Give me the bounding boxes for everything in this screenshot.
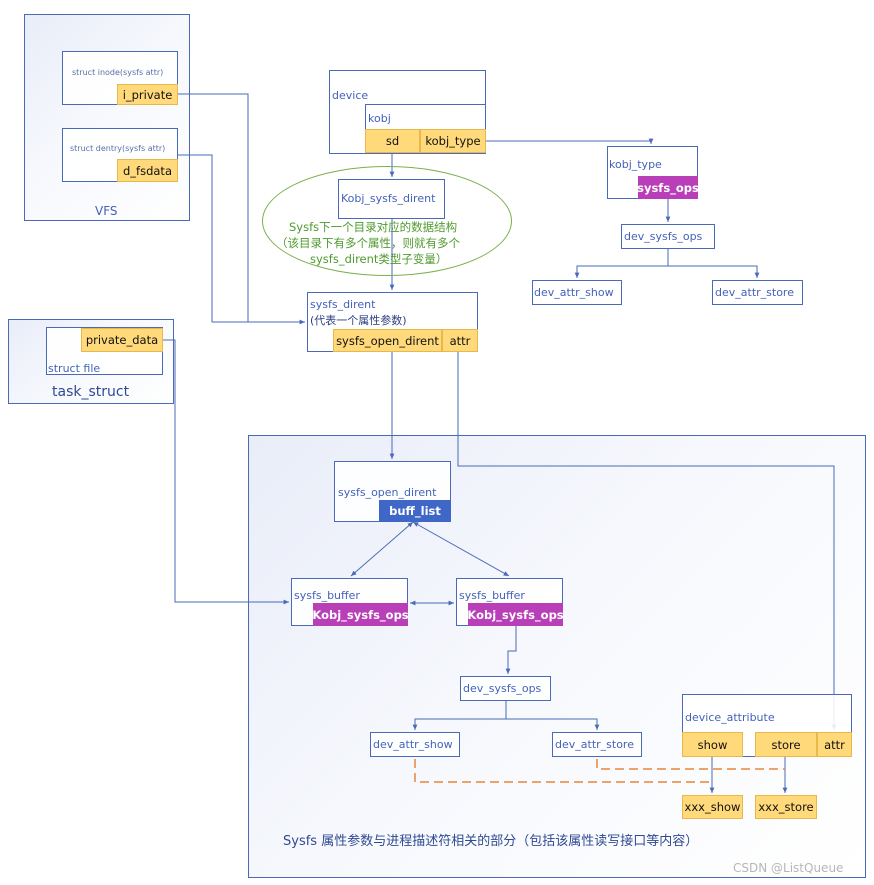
sysfs-dir-note-ellipse xyxy=(262,166,512,276)
kobj-sysfs-ops-right-field: Kobj_sysfs_ops xyxy=(467,603,564,626)
wire-d-fsdata-to-sysfs-dirent xyxy=(178,154,248,323)
wire-buff-list-left xyxy=(350,521,414,577)
wire-upper-ops-branch-right xyxy=(668,265,760,278)
device-attribute-title: device_attribute xyxy=(685,711,775,724)
kobj-sysfs-ops-left-field: Kobj_sysfs_ops xyxy=(312,603,409,626)
attr-field-lower: attr xyxy=(817,732,852,757)
wire-lower-ops-branch-left xyxy=(412,701,507,730)
sysfs-dirent-subtitle: (代表一个属性参数) xyxy=(310,314,407,327)
dashed-link-store xyxy=(596,759,785,770)
upper-dev-attr-show-label: dev_attr_show xyxy=(534,286,614,299)
lower-dev-sysfs-ops-label: dev_sysfs_ops xyxy=(463,682,542,695)
sysfs-dir-note-line2: （该目录下有多个属性，则就有多个 xyxy=(276,236,460,250)
sysfs-buffer-right-title: sysfs_buffer xyxy=(459,589,525,602)
wire-private-data-to-sysfs-buffer xyxy=(163,339,289,605)
inode-label: struct inode(sysfs attr) xyxy=(72,68,164,77)
sysfs-dirent-title: sysfs_dirent xyxy=(310,298,376,311)
wire-lower-ops-branch-right xyxy=(506,718,600,730)
buff-list-field: buff_list xyxy=(379,500,451,522)
lower-dev-attr-store-label: dev_attr_store xyxy=(555,738,634,751)
upper-dev-attr-show-box xyxy=(532,280,622,305)
xxx-show-box: xxx_show xyxy=(682,795,743,819)
csdn-watermark: CSDN @ListQueue xyxy=(733,861,844,875)
show-field: show xyxy=(682,732,743,757)
sysfs-open-dirent-title: sysfs_open_dirent xyxy=(338,486,437,499)
lower-dev-sysfs-ops-box xyxy=(460,676,551,701)
d-fsdata-field: d_fsdata xyxy=(117,159,178,182)
lower-dev-attr-show-box xyxy=(370,732,460,757)
attr-field-upper: attr xyxy=(442,329,478,352)
sysfs-dir-note-line3: sysfs_dirent类型子变量） xyxy=(310,252,448,266)
lower-dev-attr-show-label: dev_attr_show xyxy=(373,738,453,751)
sysfs-ops-field: sysfs_ops xyxy=(637,176,699,199)
lower-dev-attr-store-box xyxy=(552,732,642,757)
sysfs-buffer-left-title: sysfs_buffer xyxy=(294,589,360,602)
sd-field: sd xyxy=(365,129,420,153)
vfs-panel xyxy=(24,14,190,221)
upper-dev-sysfs-ops-label: dev_sysfs_ops xyxy=(624,230,703,243)
dashed-link-show xyxy=(414,759,712,783)
upper-dev-attr-store-label: dev_attr_store xyxy=(715,286,794,299)
upper-dev-sysfs-ops-box xyxy=(621,224,715,249)
wire-buff-list-right xyxy=(412,521,510,577)
private-data-field: private_data xyxy=(81,328,163,352)
kobj-sysfs-dirent-title: Kobj_sysfs_dirent xyxy=(341,192,436,205)
wire-buffer-to-dev-sysfs-ops xyxy=(505,626,517,674)
kobj-type-title: kobj_type xyxy=(609,158,662,171)
wire-attr-to-device-attribute xyxy=(457,352,837,730)
wire-upper-ops-branch xyxy=(574,249,669,278)
xxx-store-box: xxx_store xyxy=(755,795,817,819)
device-title: device xyxy=(332,89,369,102)
vfs-title: VFS xyxy=(95,204,118,218)
i-private-field: i_private xyxy=(117,84,178,105)
kobj-type-field: kobj_type xyxy=(420,129,486,153)
lower-panel-caption: Sysfs 属性参数与进程描述符相关的部分（包括该属性读写接口等内容） xyxy=(283,834,699,849)
struct-file-label: struct file xyxy=(48,362,101,375)
wire-i-private-to-sysfs-dirent xyxy=(178,93,305,325)
kobj-title: kobj xyxy=(368,112,391,125)
sysfs-dir-note-line1: Sysfs下一个目录对应的数据结构 xyxy=(289,220,458,234)
task-title: task_struct xyxy=(52,384,130,400)
sysfs-open-dirent-field: sysfs_open_dirent xyxy=(333,329,442,352)
wire-kobj-type-to-kobj-type-box xyxy=(486,138,654,144)
store-field: store xyxy=(755,732,817,757)
upper-dev-attr-store-box xyxy=(712,280,803,305)
dentry-label: struct dentry(sysfs attr) xyxy=(70,144,166,153)
